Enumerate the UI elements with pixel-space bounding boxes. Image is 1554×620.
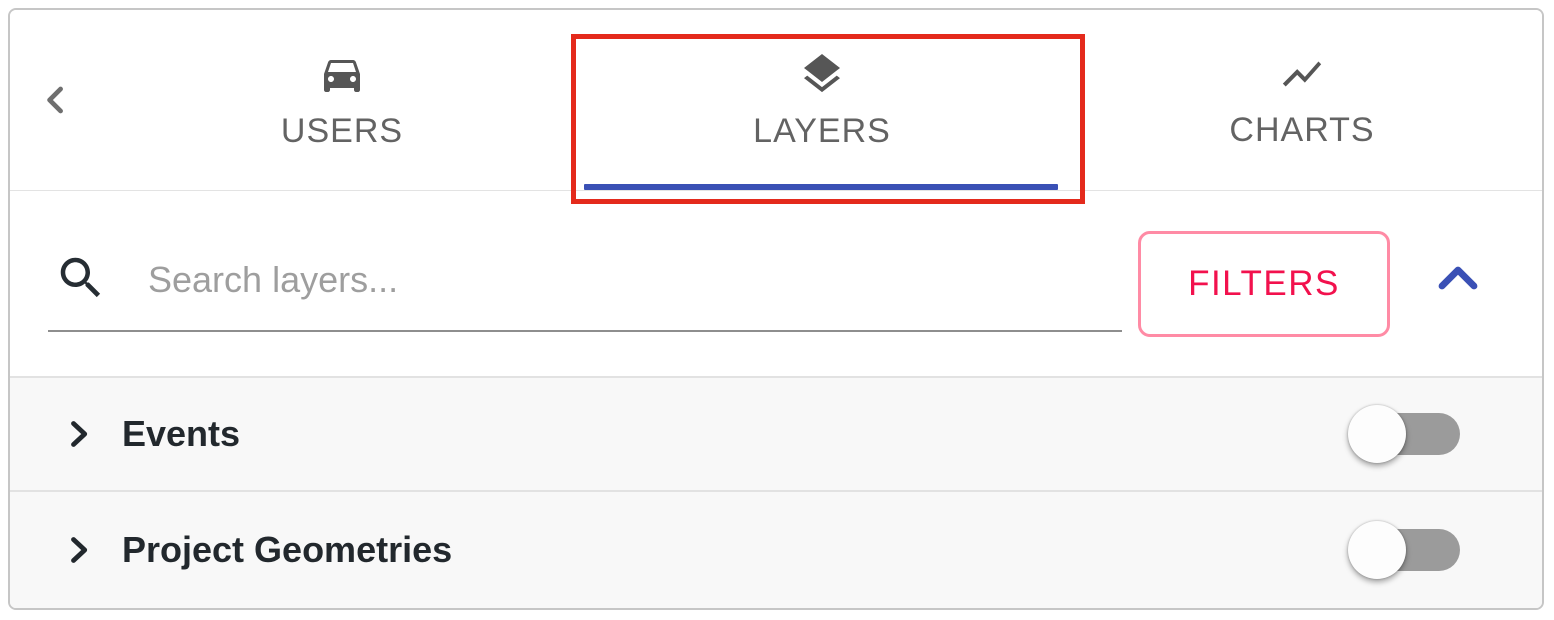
chevron-right-icon bbox=[71, 537, 88, 563]
search-row: FILTERS bbox=[10, 191, 1542, 376]
line-chart-icon bbox=[1282, 61, 1322, 86]
car-icon bbox=[324, 59, 360, 92]
active-tab-indicator bbox=[584, 184, 1058, 190]
chevron-up-icon bbox=[1438, 266, 1478, 290]
project-geometries-layer-toggle[interactable] bbox=[1348, 520, 1460, 580]
layer-group-label: Events bbox=[122, 413, 241, 454]
tab-layers-label: LAYERS bbox=[753, 111, 891, 150]
tab-charts[interactable]: CHARTS bbox=[1062, 10, 1542, 190]
tab-bar: USERS LAYERS CHARTS bbox=[10, 10, 1542, 191]
layer-group-label: Project Geometries bbox=[122, 529, 453, 570]
search-icon bbox=[60, 257, 101, 298]
chevron-left-icon bbox=[47, 86, 63, 114]
back-button[interactable] bbox=[10, 10, 102, 190]
tab-charts-label: CHARTS bbox=[1229, 110, 1375, 149]
layers-panel: USERS LAYERS CHARTS FILTERS bbox=[8, 8, 1544, 610]
search-layers-input[interactable] bbox=[146, 253, 1030, 307]
events-layer-toggle[interactable] bbox=[1348, 404, 1460, 464]
tab-users-label: USERS bbox=[280, 111, 404, 150]
tab-layers[interactable]: LAYERS bbox=[582, 10, 1062, 190]
layer-group-row-events[interactable]: Events bbox=[10, 376, 1542, 490]
toggle-thumb bbox=[1348, 521, 1406, 579]
toggle-thumb bbox=[1348, 405, 1406, 463]
chevron-right-icon bbox=[71, 421, 88, 447]
filters-button[interactable]: FILTERS bbox=[1138, 231, 1390, 337]
layer-group-row-project-geometries[interactable]: Project Geometries bbox=[10, 490, 1542, 608]
search-underline bbox=[48, 330, 1122, 332]
tab-users[interactable]: USERS bbox=[102, 10, 582, 190]
layers-icon bbox=[804, 53, 840, 92]
collapse-panel-button[interactable] bbox=[1430, 249, 1486, 305]
